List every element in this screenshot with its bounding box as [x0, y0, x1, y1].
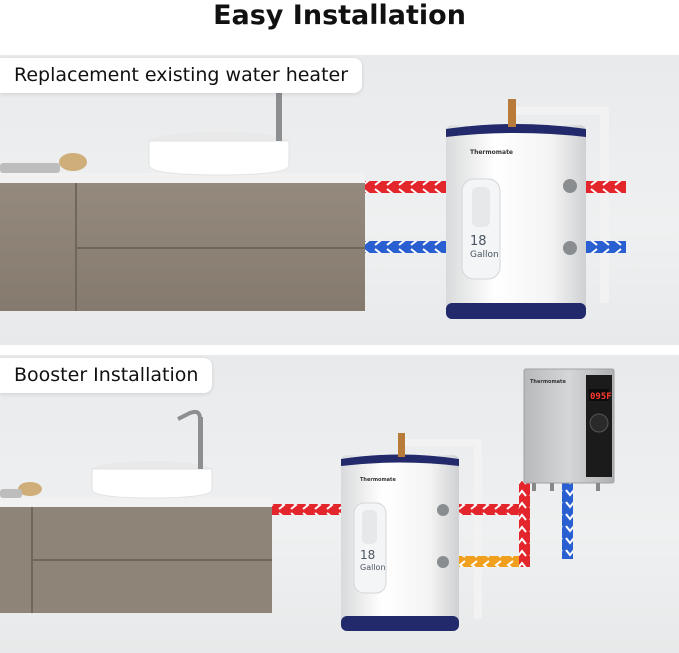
- heater-capacity-number: 18: [470, 234, 487, 249]
- replacement-panel: Thermomate 18 Gallon Replacement existin…: [0, 55, 679, 345]
- booster-illustration: Thermomate 18 Gallon 095F Thermomate: [0, 368, 615, 631]
- heater-brand: Thermomate: [470, 149, 513, 156]
- hot-water-arrow: [459, 504, 519, 515]
- replacement-illustration: Thermomate 18 Gallon: [0, 77, 626, 319]
- heater-capacity-unit: Gallon: [470, 250, 499, 260]
- hot-water-arrow: [586, 181, 626, 193]
- cold-water-arrow: [365, 241, 447, 253]
- hot-water-arrow: [365, 181, 447, 193]
- heater-brand: Thermomate: [360, 477, 396, 483]
- hot-water-arrow: [272, 504, 342, 515]
- page-title: Easy Installation: [213, 0, 466, 31]
- replacement-label: Replacement existing water heater: [0, 58, 363, 93]
- heater-capacity-number: 18: [360, 548, 375, 562]
- tankless-display: 095F: [590, 392, 612, 402]
- booster-label: Booster Installation: [0, 358, 213, 393]
- cold-water-arrow: [586, 241, 626, 253]
- tankless-water-heater: 095F Thermomate: [523, 368, 615, 491]
- booster-panel: Thermomate 18 Gallon 095F Thermomate: [0, 355, 679, 653]
- water-heater: Thermomate 18 Gallon: [341, 433, 482, 631]
- warm-water-arrow: [459, 556, 529, 567]
- heater-capacity-unit: Gallon: [360, 563, 386, 572]
- cold-water-arrow: [562, 481, 573, 559]
- tankless-brand: Thermomate: [530, 379, 566, 385]
- countertop: [0, 173, 365, 183]
- water-heater: Thermomate 18 Gallon: [446, 99, 609, 319]
- hot-water-arrow: [519, 481, 530, 567]
- faucet-icon: [177, 409, 203, 469]
